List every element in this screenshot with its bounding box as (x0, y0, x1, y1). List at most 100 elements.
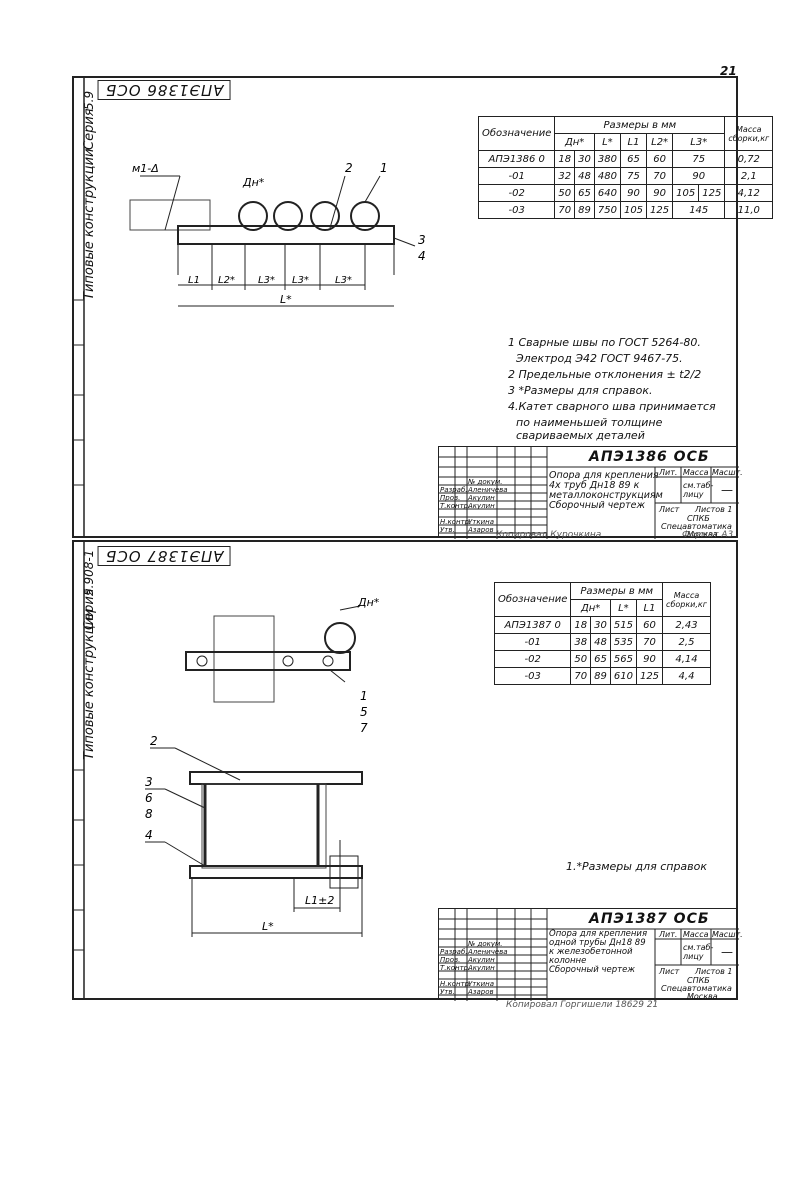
sheet-1-titleblock: АПЭ1386 ОСБ Опора для крепления 4х труб … (438, 446, 743, 539)
table-subheader: L1 (619, 133, 648, 151)
titleblock-code: АПЭ1386 ОСБ (589, 449, 710, 465)
table-subheader: L* (593, 133, 621, 151)
sheet-1-l-label: L* (280, 293, 292, 306)
titleblock-lit: Лит. (659, 468, 678, 477)
sheet-2-copy-line: Копировал Горгишели 18629 21 (506, 1000, 659, 1010)
titleblock-org: Москва (687, 992, 718, 1001)
sheet-1-format: Формат А3 (682, 530, 734, 540)
sheet-1-pos-1: 1 (380, 161, 388, 175)
titleblock-head: № докум. (468, 940, 503, 948)
titleblock-name: Акулин (468, 956, 495, 964)
titleblock-role: Утв. (440, 988, 455, 996)
titleblock-role: Разраб. (440, 948, 468, 956)
titleblock-org: Спецавтоматика (661, 984, 732, 993)
sheet-2-titleblock: АПЭ1387 ОСБ Опора для крепления одной тр… (438, 908, 743, 1001)
sheet-1-copy-line: Копировал Курочкина (496, 530, 602, 540)
titleblock-role: Утв. (440, 526, 455, 534)
sheet-1-pos-4: 4 (418, 249, 426, 263)
titleblock-sheets: Листов 1 (695, 505, 733, 514)
sheet-2-dimensions-table: Обозначение Размеры в мм Масса сборки,кг… (493, 582, 711, 685)
table-subheader: Дн* (554, 133, 595, 151)
titleblock-sheet: Лист (659, 505, 680, 514)
sheet-1-l3a-label: L3* (258, 275, 275, 286)
titleblock-org: Москва (687, 530, 718, 539)
titleblock-desc: Опора для крепления 4х труб Дн18 89 к ме… (549, 470, 663, 511)
sheet-1-note-4: 4.Катет сварного шва принимается (508, 400, 716, 413)
sheet-1-frame (72, 76, 738, 538)
sheet-1-mark-label: м1-Δ (132, 162, 159, 175)
sheet-2-pos-5: 5 (360, 705, 368, 719)
sheet-1-note-1: 1 Сварные швы по ГОСТ 5264-80. (508, 336, 701, 349)
sheet-1-page-number: 21 (720, 64, 737, 78)
titleblock-code: АПЭ1387 ОСБ (589, 911, 710, 927)
table-header-mass: Масса сборки,кг (662, 582, 711, 617)
titleblock-scale: Масшт. (712, 930, 743, 939)
sheet-1-dn-label: Дн* (242, 176, 265, 189)
sheet-2-frame (72, 540, 738, 1000)
titleblock-sheets: Листов 1 (695, 967, 733, 976)
titleblock-name: Азаров (468, 526, 494, 534)
titleblock-mass-value: см.таб-лицу (683, 943, 714, 961)
table-subheader: L1 (635, 599, 664, 617)
titleblock-org: Спецавтоматика (661, 522, 732, 531)
titleblock-org: СПКБ (687, 976, 710, 985)
sheet-1-dimensions-table: Обозначение Размеры в мм Масса сборки,кг… (477, 116, 774, 219)
titleblock-scale-value: — (721, 945, 733, 959)
titleblock-role: Н.контр. (440, 518, 472, 526)
sheet-2-drawing: Дн* L1±2 L* 1 5 7 2 3 6 8 4 (74, 540, 380, 1000)
sheet-2-l-label: L* (262, 920, 274, 933)
titleblock-grid (439, 909, 739, 1001)
titleblock-name: Акулин (468, 964, 495, 972)
sheet-2-dn-label: Дн* (357, 596, 380, 609)
titleblock-desc: Опора для крепления одной трубы Дн18 89 … (549, 929, 648, 975)
sheet-2-pos-7: 7 (360, 721, 368, 735)
table-header-mass: Масса сборки,кг (724, 116, 774, 151)
titleblock-role: Т.контр. (440, 502, 471, 510)
table-subheader: L2* (646, 133, 674, 151)
sheet-1-l3b-label: L3* (292, 275, 309, 286)
table-header-sizes: Размеры в мм (570, 582, 664, 600)
titleblock-grid (439, 447, 739, 539)
titleblock-name: Уткина (468, 980, 494, 988)
table-header-sizes: Размеры в мм (554, 116, 726, 134)
titleblock-mass: Масса (683, 468, 709, 477)
sheet-1-pos-2: 2 (345, 161, 353, 175)
table-header-designation: Обозначение (493, 582, 572, 617)
sheet-1-l1-label: L1 (188, 275, 200, 286)
sheet-2-pos-6: 6 (145, 791, 153, 805)
titleblock-name: Уткина (468, 518, 494, 526)
titleblock-head: № докум. (468, 478, 503, 486)
sheet-1-note-4b: по наименьшей толщине свариваемых детале… (516, 416, 663, 442)
titleblock-role: Пров. (440, 956, 461, 964)
sheet-2-pos-3: 3 (145, 775, 153, 789)
titleblock-name: Акулин (468, 502, 495, 510)
titleblock-role: Н.контр. (440, 980, 472, 988)
table-subheader: L3* (672, 133, 726, 151)
sheet-2-pos-4: 4 (145, 828, 153, 842)
sheet-1-drawing: м1-Δ Дн* L1 L2* L3* L3* L3* L* 1 2 3 4 (74, 76, 426, 538)
sheet-1-l2-label: L2* (218, 275, 235, 286)
titleblock-mass: Масса (683, 930, 709, 939)
titleblock-role: Пров. (440, 494, 461, 502)
titleblock-name: Аленичева (468, 948, 508, 956)
sheet-1-l3c-label: L3* (335, 275, 352, 286)
titleblock-lit: Лит. (659, 930, 678, 939)
titleblock-name: Азаров (468, 988, 494, 996)
titleblock-mass-value: см.таб-лицу (683, 481, 714, 499)
sheet-1-pos-3: 3 (418, 233, 426, 247)
titleblock-scale: Масшт. (712, 468, 743, 477)
sheet-2-note: 1.*Размеры для справок (566, 860, 708, 873)
titleblock-role: Т.контр. (440, 964, 471, 972)
sheet-1-note-1b: Электрод Э42 ГОСТ 9467-75. (516, 352, 683, 365)
titleblock-sheet: Лист (659, 967, 680, 976)
table-header-designation: Обозначение (477, 116, 556, 151)
titleblock-scale-value: — (721, 483, 733, 497)
titleblock-name: Акулин (468, 494, 495, 502)
